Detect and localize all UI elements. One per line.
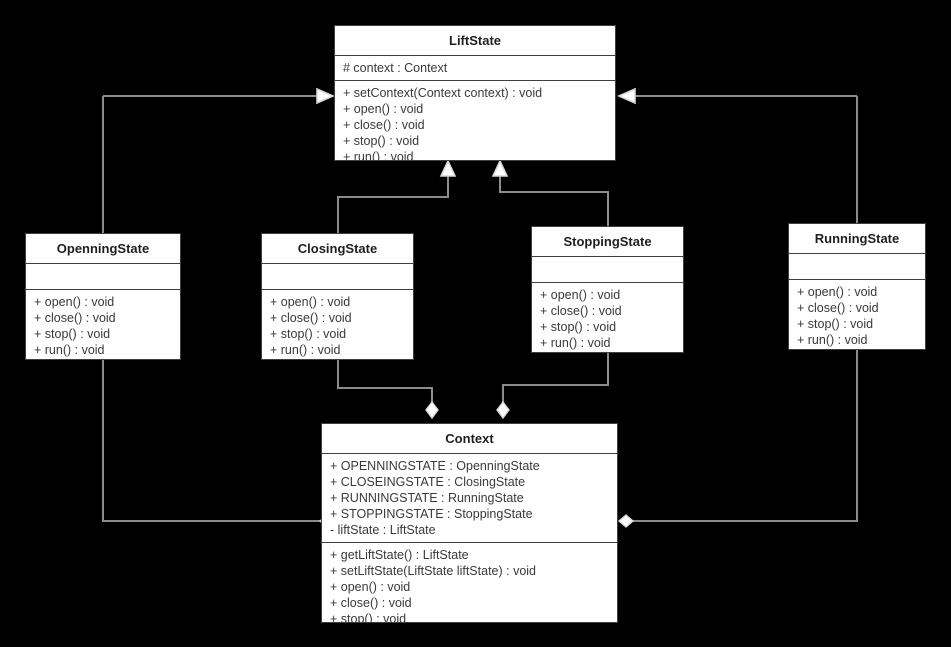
class-title-openningstate: OpenningState — [26, 234, 180, 264]
operation-row: + stop() : void — [34, 327, 111, 341]
aggregation-diamond-top-b — [496, 400, 510, 420]
operation-row: + setLiftState(LiftState liftState) : vo… — [330, 564, 537, 578]
operation-row: + stop() : void — [270, 327, 347, 341]
edge-closingstate-liftstate — [337, 173, 449, 233]
edge-context-closingstate — [337, 358, 433, 414]
operation-compartment-openningstate: + open() : void + close() : void + stop(… — [26, 290, 180, 359]
operation-compartment-runningstate: + open() : void + close() : void + stop(… — [789, 280, 925, 349]
attribute-compartment-openningstate — [26, 264, 180, 290]
attribute-row: + CLOSEINGSTATE : ClosingState — [330, 475, 526, 489]
operation-compartment-stoppingstate: + open() : void + close() : void + stop(… — [532, 283, 683, 352]
operation-row: + close() : void — [330, 596, 412, 610]
operation-row: + run() : void — [797, 333, 868, 347]
generalization-arrowhead-right — [617, 87, 636, 105]
operation-row: + close() : void — [34, 311, 116, 325]
operation-row: + open() : void — [540, 288, 621, 302]
operation-row: + open() : void — [797, 285, 878, 299]
aggregation-diamond-top-a — [425, 400, 439, 420]
operation-row: + stop() : void — [797, 317, 874, 331]
operation-compartment-context: + getLiftState() : LiftState + setLiftSt… — [322, 543, 617, 623]
attribute-compartment-closingstate — [262, 264, 413, 290]
class-box-closingstate[interactable]: ClosingState + open() : void + close() :… — [261, 233, 414, 360]
attribute-row: + OPENNINGSTATE : OpenningState — [330, 459, 540, 473]
generalization-arrowhead-left — [316, 87, 335, 105]
operation-row: + run() : void — [270, 343, 341, 357]
operation-compartment-liftstate: + setContext(Context context) : void + o… — [335, 81, 615, 161]
attribute-compartment-context: + OPENNINGSTATE : OpenningState + CLOSEI… — [322, 454, 617, 543]
class-title-stoppingstate: StoppingState — [532, 227, 683, 257]
class-box-runningstate[interactable]: RunningState + open() : void + close() :… — [788, 223, 926, 350]
operation-row: + stop() : void — [330, 612, 407, 623]
class-title-closingstate: ClosingState — [262, 234, 413, 264]
operation-compartment-closingstate: + open() : void + close() : void + stop(… — [262, 290, 413, 359]
operation-row: + setContext(Context context) : void — [343, 86, 543, 100]
attribute-row: + STOPPINGSTATE : StoppingState — [330, 507, 533, 521]
operation-row: + getLiftState() : LiftState — [330, 548, 469, 562]
class-box-openningstate[interactable]: OpenningState + open() : void + close() … — [25, 233, 181, 360]
operation-row: + close() : void — [343, 118, 425, 132]
operation-row: + open() : void — [343, 102, 424, 116]
operation-row: + stop() : void — [540, 320, 617, 334]
class-title-context: Context — [322, 424, 617, 454]
operation-row: + run() : void — [34, 343, 105, 357]
edge-stoppingstate-liftstate — [499, 173, 609, 226]
operation-row: + stop() : void — [343, 134, 420, 148]
attribute-compartment-liftstate: # context : Context — [335, 56, 615, 81]
edge-context-stoppingstate — [502, 350, 609, 414]
operation-row: + open() : void — [34, 295, 115, 309]
operation-row: + close() : void — [540, 304, 622, 318]
generalization-arrowhead-bottom-b — [491, 159, 509, 177]
operation-row: + run() : void — [540, 336, 611, 350]
generalization-arrowhead-bottom-a — [439, 159, 457, 177]
operation-row: + close() : void — [270, 311, 352, 325]
class-box-liftstate[interactable]: LiftState # context : Context + setConte… — [334, 25, 616, 161]
aggregation-diamond-right — [617, 514, 635, 528]
attribute-compartment-stoppingstate — [532, 257, 683, 283]
class-box-stoppingstate[interactable]: StoppingState + open() : void + close() … — [531, 226, 684, 353]
attribute-row: # context : Context — [343, 61, 448, 75]
operation-row: + close() : void — [797, 301, 879, 315]
operation-row: + open() : void — [330, 580, 411, 594]
class-title-liftstate: LiftState — [335, 26, 615, 56]
attribute-row: - liftState : LiftState — [330, 523, 436, 537]
attribute-row: + RUNNINGSTATE : RunningState — [330, 491, 524, 505]
operation-row: + run() : void — [343, 150, 414, 161]
operation-row: + open() : void — [270, 295, 351, 309]
attribute-compartment-runningstate — [789, 254, 925, 280]
class-box-context[interactable]: Context + OPENNINGSTATE : OpenningState … — [321, 423, 618, 623]
class-title-runningstate: RunningState — [789, 224, 925, 254]
